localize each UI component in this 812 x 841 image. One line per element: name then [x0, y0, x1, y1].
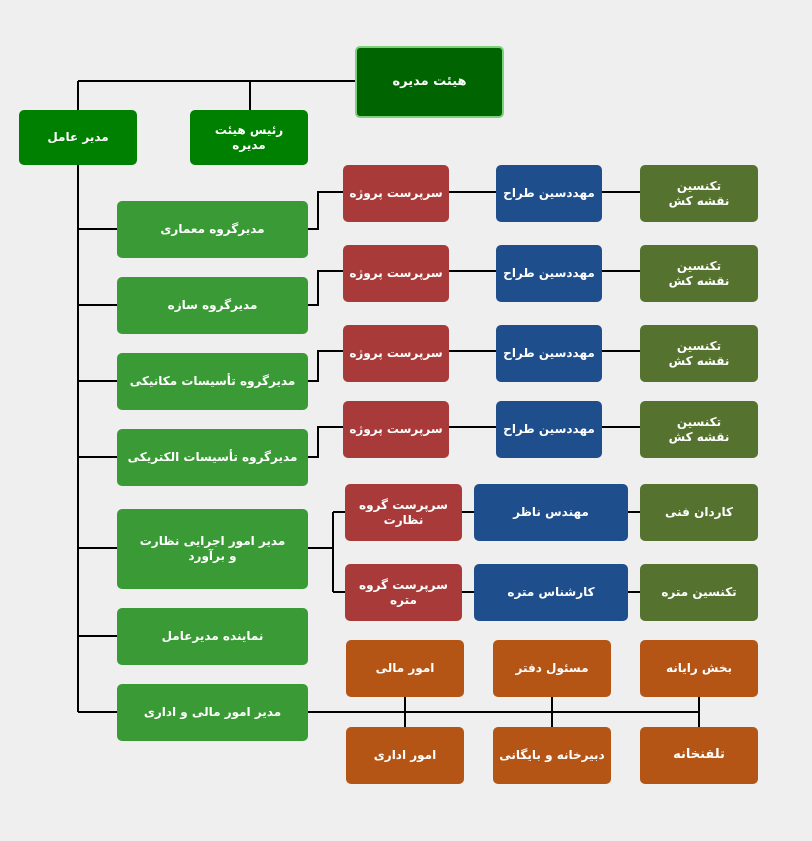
- switchboard-box: تلفنخانه: [640, 727, 758, 784]
- dept-architecture: مدیرگروه معماری: [117, 201, 308, 258]
- quantity-technician-box: تکنسین متره: [640, 564, 758, 621]
- quantity-supervisor-box: سرپرست گروه متره: [345, 564, 462, 621]
- technician-box: تکنسین نقشه کش: [640, 165, 758, 222]
- office-manager-box: مسئول دفتر: [493, 640, 611, 697]
- dept-execution: مدیر امور اجرایی نظارت و برآورد: [117, 509, 308, 589]
- technician-box: تکنسین نقشه کش: [640, 401, 758, 458]
- dept-structure: مدیرگروه سازه: [117, 277, 308, 334]
- supervisor-box: سرپرست پروژه: [343, 401, 449, 458]
- technician-box: تکنسین نقشه کش: [640, 245, 758, 302]
- supervisor-box: سرپرست پروژه: [343, 165, 449, 222]
- dept-electrical: مدیرگروه تأسیسات الکتریکی: [117, 429, 308, 486]
- engineer-box: مهددسین طراح: [496, 325, 602, 382]
- quantity-specialist-box: کارشناس متره: [474, 564, 628, 621]
- supervisor-box: سرپرست پروژه: [343, 325, 449, 382]
- technical-assistant-box: کاردان فنی: [640, 484, 758, 541]
- chairman-box: رئیس هیئت مدیره: [190, 110, 308, 165]
- ceo-box: مدیر عامل: [19, 110, 137, 165]
- engineer-box: مهددسین طراح: [496, 245, 602, 302]
- supervision-supervisor-box: سرپرست گروه نظارت: [345, 484, 462, 541]
- board-of-directors: هیئت مدیره: [355, 46, 504, 118]
- secretariat-archive-box: دبیرخانه و بایگانی: [493, 727, 611, 784]
- financial-affairs-box: امور مالی: [346, 640, 464, 697]
- supervising-engineer-box: مهندس ناظر: [474, 484, 628, 541]
- dept-ceo-representative: نماینده مدیرعامل: [117, 608, 308, 665]
- dept-mechanical: مدیرگروه تأسیسات مکانیکی: [117, 353, 308, 410]
- computer-section-box: بخش رایانه: [640, 640, 758, 697]
- administrative-affairs-box: امور اداری: [346, 727, 464, 784]
- supervisor-box: سرپرست پروژه: [343, 245, 449, 302]
- technician-box: تکنسین نقشه کش: [640, 325, 758, 382]
- engineer-box: مهددسین طراح: [496, 165, 602, 222]
- engineer-box: مهددسین طراح: [496, 401, 602, 458]
- dept-finance-admin: مدیر امور مالی و اداری: [117, 684, 308, 741]
